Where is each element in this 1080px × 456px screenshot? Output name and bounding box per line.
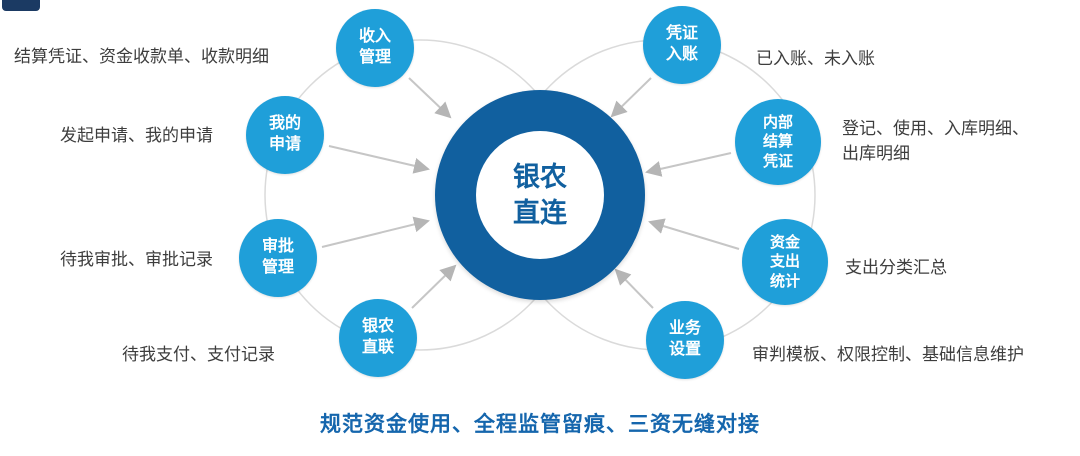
node-internal-settlement-voucher: 内部 结算 凭证 — [735, 99, 821, 185]
node-business-settings: 业务 设置 — [646, 301, 724, 379]
node-income-management: 收入 管理 — [336, 9, 414, 87]
desc-income-management: 结算凭证、资金收款单、收款明细 — [14, 47, 269, 66]
desc-approval-management: 待我审批、审批记录 — [60, 250, 213, 269]
desc-bank-direct-link: 待我支付、支付记录 — [122, 345, 275, 364]
node-voucher-entry: 凭证 入账 — [643, 6, 721, 84]
node-expense-statistics: 资金 支出 统计 — [742, 219, 828, 305]
desc-my-application: 发起申请、我的申请 — [60, 126, 213, 145]
footer-slogan: 规范资金使用、全程监管留痕、三资无缝对接 — [320, 413, 760, 436]
corner-logo — [2, 0, 40, 11]
desc-internal-settlement-voucher: 登记、使用、入库明细、出库明细 — [842, 119, 1029, 163]
node-approval-management: 审批 管理 — [239, 219, 317, 297]
node-my-application: 我的 申请 — [246, 96, 324, 174]
desc-expense-statistics: 支出分类汇总 — [845, 258, 947, 277]
center-title: 银农 直连 — [476, 131, 604, 259]
desc-business-settings: 审判模板、权限控制、基础信息维护 — [752, 345, 1024, 364]
desc-voucher-entry: 已入账、未入账 — [756, 49, 875, 68]
node-bank-direct-link: 银农 直联 — [339, 299, 417, 377]
center-ring: 银农 直连 — [435, 90, 645, 300]
